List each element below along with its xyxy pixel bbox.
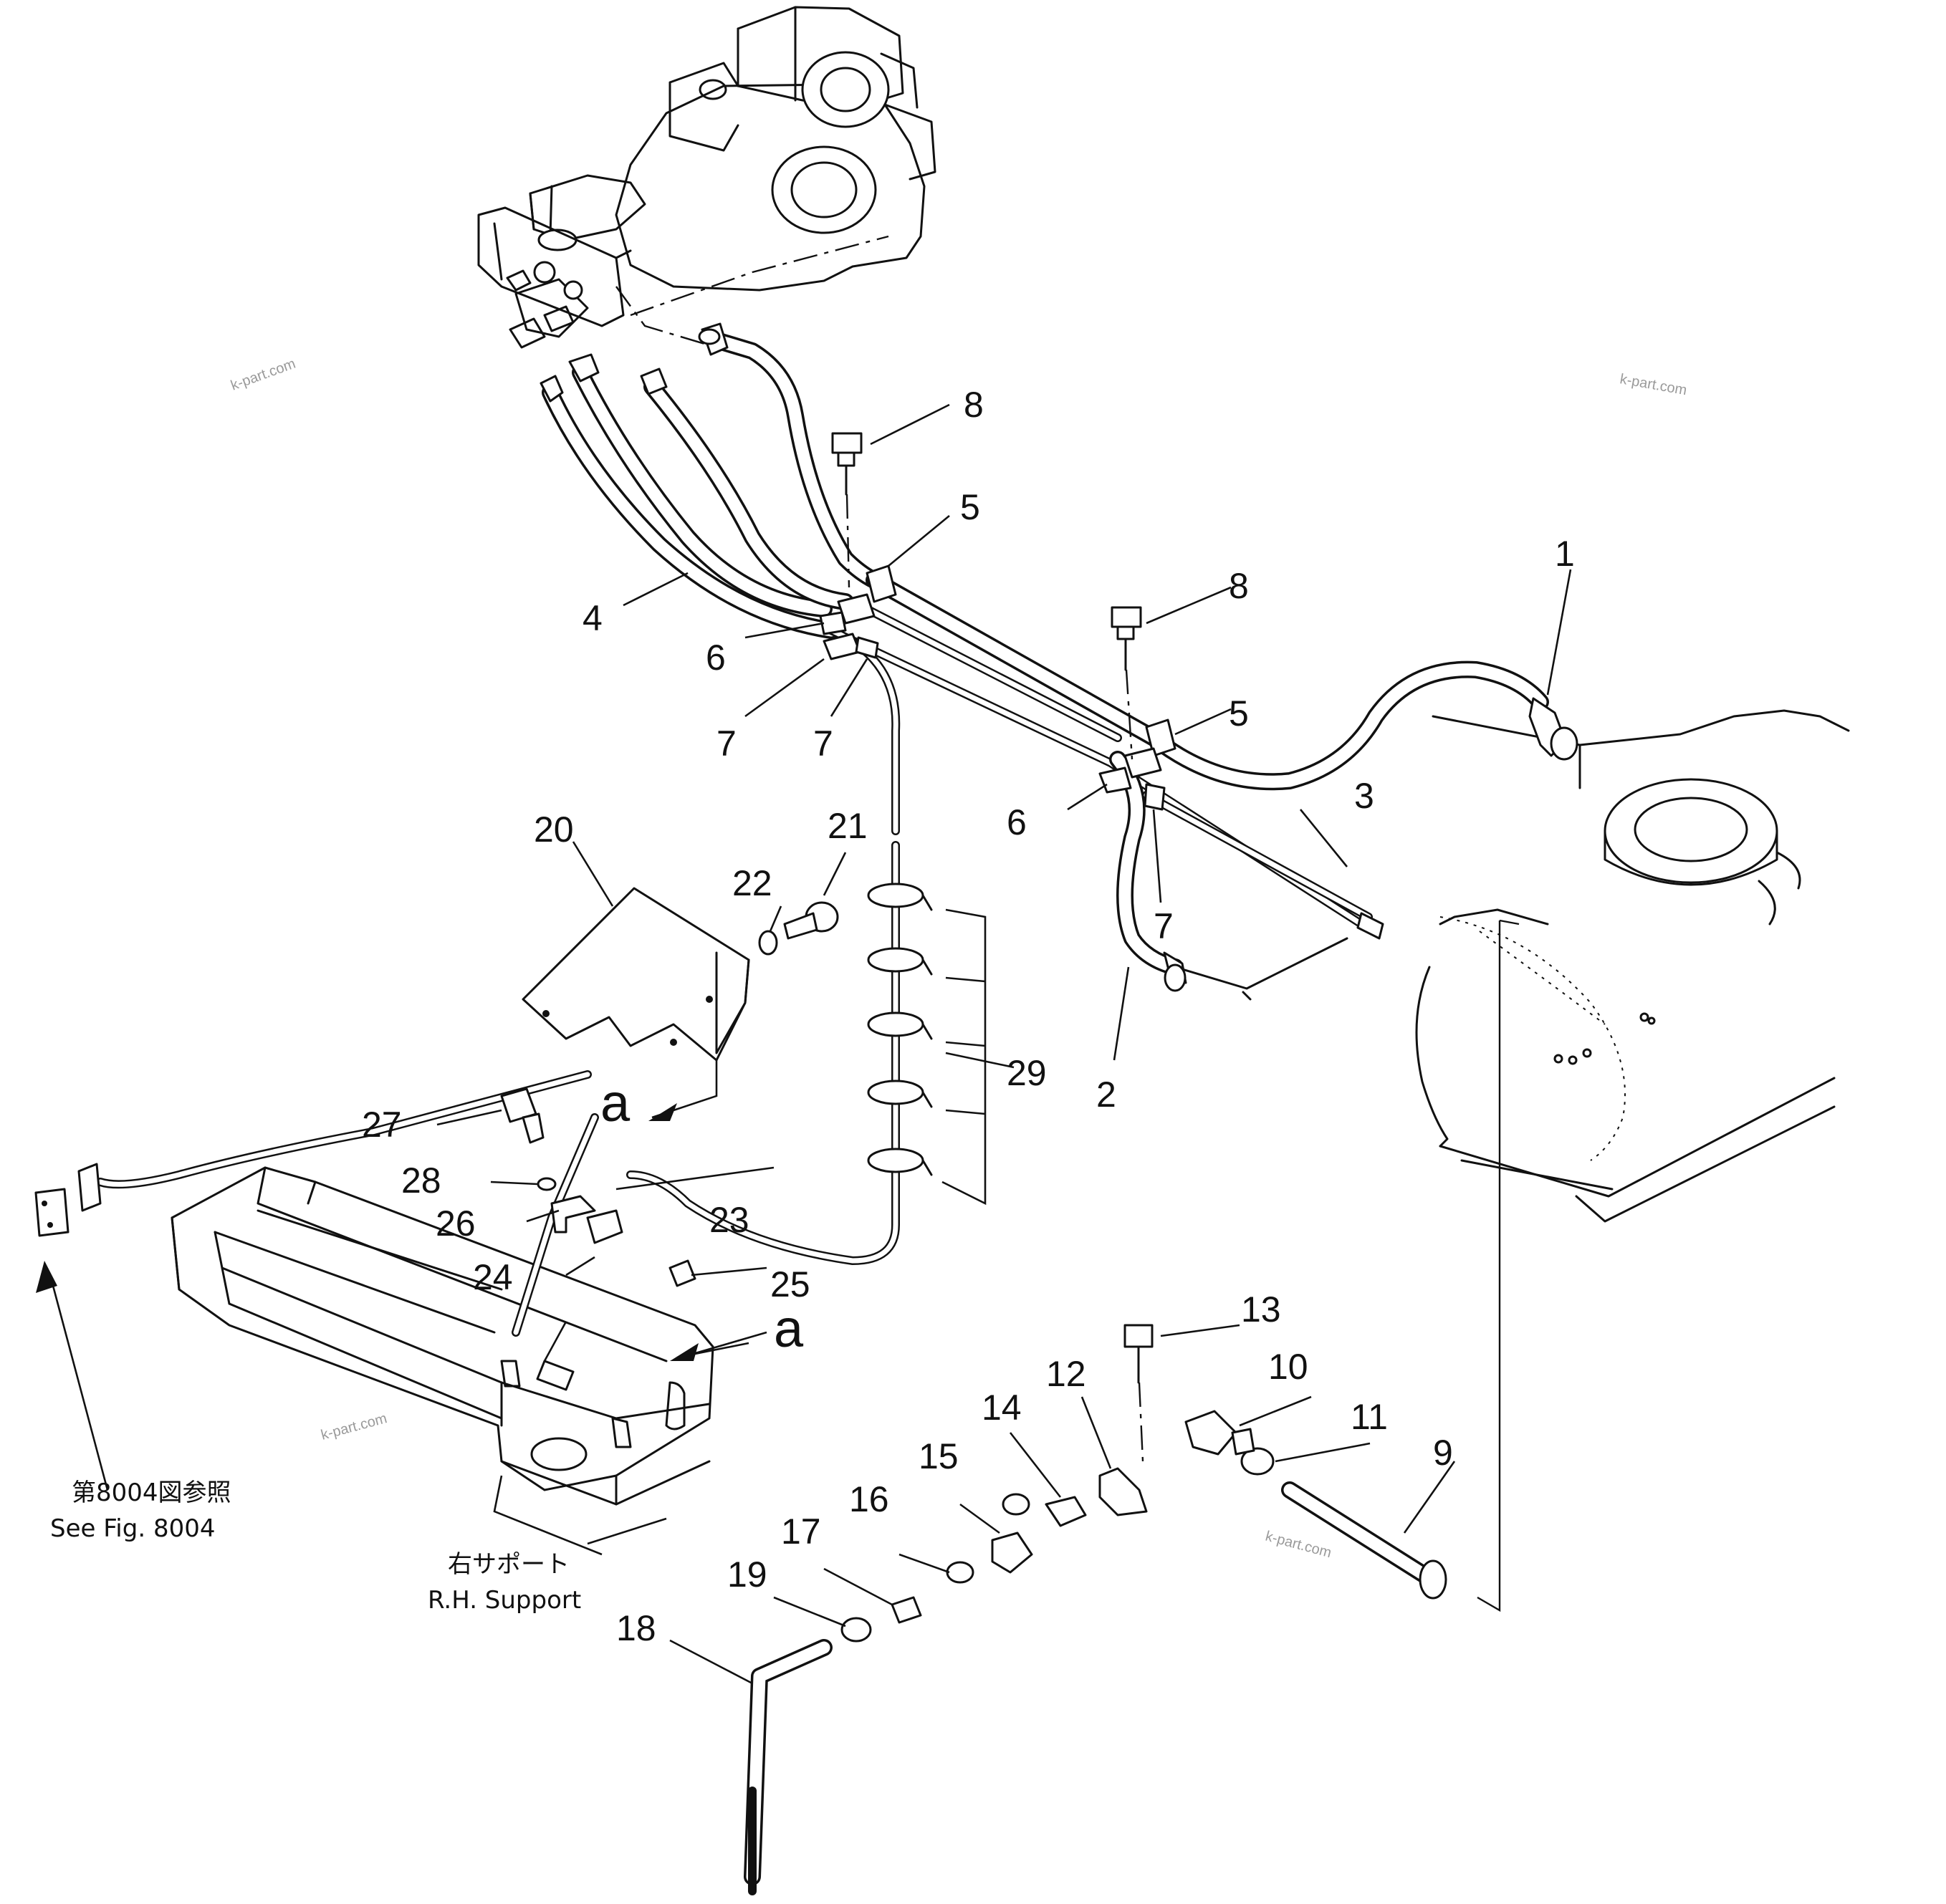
washer-22 (758, 930, 778, 956)
washer-28 (537, 1177, 557, 1191)
callout-8a: 8 (964, 385, 984, 425)
callout-26: 26 (436, 1203, 476, 1244)
support-note-en: R.H. Support (428, 1586, 581, 1615)
watermark-4: k-part.com (1264, 1529, 1333, 1562)
bolt-8a (831, 432, 863, 588)
callout-21: 21 (828, 806, 868, 846)
reference-note: 第8004図参照 See Fig. 8004 (50, 1479, 231, 1543)
callout-28: 28 (401, 1160, 441, 1201)
callout-25: 25 (770, 1264, 810, 1304)
callout-5b: 5 (1229, 693, 1249, 734)
callout-27: 27 (362, 1105, 402, 1145)
bolt-8b (1111, 606, 1142, 760)
callout-20: 20 (534, 809, 574, 850)
bracket-26 (550, 1195, 596, 1234)
callout-29: 29 (1007, 1053, 1047, 1093)
reference-note-ja: 第8004図参照 (72, 1479, 231, 1507)
block-25 (668, 1259, 696, 1287)
bolt-21 (783, 901, 839, 940)
callout-2: 2 (1096, 1074, 1116, 1115)
callout-24: 24 (473, 1257, 513, 1297)
support-note: 右サポート R.H. Support (428, 1550, 581, 1615)
callout-13: 13 (1241, 1289, 1281, 1330)
cover-plate-20 (522, 887, 750, 1121)
callout-4: 4 (583, 598, 603, 638)
callout-15: 15 (919, 1436, 959, 1476)
clamp-23 (586, 1209, 623, 1244)
engine-assembly (477, 6, 936, 349)
callout-3: 3 (1354, 776, 1374, 816)
reference-note-en: See Fig. 8004 (50, 1514, 215, 1543)
callout-12: 12 (1046, 1354, 1086, 1394)
view-mark-a-upper: a (600, 1073, 631, 1133)
callout-14: 14 (982, 1388, 1022, 1428)
callout-17: 17 (781, 1511, 821, 1552)
support-note-ja: 右サポート (448, 1550, 570, 1579)
oil-tank (1415, 709, 1850, 1612)
callout-7b: 7 (813, 723, 833, 764)
callout-7c: 7 (1154, 906, 1174, 946)
view-mark-a-lower: a (774, 1299, 804, 1358)
clamp-group (819, 432, 1176, 1206)
watermark-2: k-part.com (1619, 371, 1688, 398)
callout-19: 19 (727, 1554, 767, 1595)
fittings-line (744, 1324, 1447, 1895)
hose-routing (540, 322, 1578, 1265)
callout-16: 16 (849, 1479, 889, 1519)
callout-22: 22 (732, 863, 772, 903)
callout-23: 23 (709, 1200, 749, 1240)
callout-11: 11 (1351, 1397, 1388, 1437)
clamp-stack-29 (867, 883, 987, 1206)
callout-6a: 6 (706, 638, 726, 678)
callout-5a: 5 (960, 487, 980, 527)
bolt-27 (500, 1087, 545, 1144)
rh-support (34, 1070, 714, 1506)
watermark-3: k-part.com (320, 1410, 389, 1443)
callout-6b: 6 (1007, 802, 1027, 842)
callout-labels: 1 2 3 4 5 5 6 6 7 7 7 8 8 9 10 11 12 13 … (362, 385, 1575, 1648)
callout-10: 10 (1268, 1347, 1308, 1387)
watermark-1: k-part.com (229, 356, 297, 394)
callout-leaders (36, 403, 1572, 1685)
watermarks: k-part.com k-part.com k-part.com k-part.… (229, 356, 1688, 1562)
callout-1: 1 (1555, 534, 1575, 574)
callout-7a: 7 (716, 723, 737, 764)
view-marks: a a (600, 1073, 804, 1358)
callout-8b: 8 (1229, 566, 1249, 606)
callout-9: 9 (1433, 1433, 1453, 1473)
callout-18: 18 (616, 1608, 656, 1648)
